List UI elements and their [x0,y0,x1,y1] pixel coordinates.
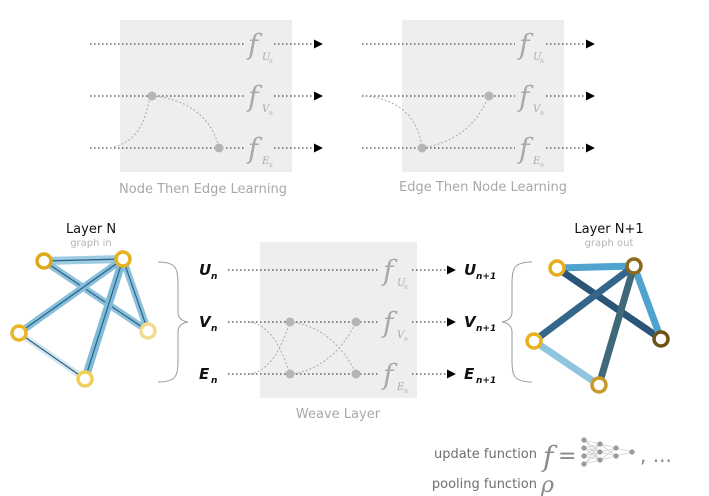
input-v: V [199,313,212,331]
graph-out-subtitle: graph out [585,238,634,249]
svg-text:n: n [540,58,544,65]
svg-text:n: n [269,58,273,65]
panel-caption: Node Then Edge Learning [119,182,287,197]
input-e: E [199,365,210,383]
svg-text:n+1: n+1 [476,324,496,334]
update-function-sub: U [533,52,542,63]
graph-in-subtitle: graph in [70,238,112,249]
graph-edge [553,264,665,343]
svg-text:n: n [540,110,544,117]
graph-edge [553,262,638,272]
svg-text:n: n [404,336,408,343]
svg-text:n: n [269,162,273,169]
merge-node [147,91,157,101]
weave-curve [249,321,291,375]
graph-node [548,259,566,277]
edge-to-node-curve [421,95,490,149]
graph-edge [530,337,603,389]
node-to-edge-curve [364,95,423,149]
update-function-sub: V [397,330,406,341]
graph-node [525,332,543,350]
node-then-edge-panel: f U n f V n f E n Node Then Edge Learnin… [90,20,323,197]
graph-node [35,252,53,270]
input-u: U [199,261,211,279]
graph-node [76,370,94,388]
svg-text:n: n [211,376,217,386]
graph-node [590,376,608,394]
output-v: V [464,313,477,331]
weave-layer-panel: f U n f V n f E n Weave Layer U n V n E … [199,242,496,422]
graph-out-title: Layer N+1 [574,222,643,237]
graph-node [139,322,157,340]
equals-sign: = [558,444,576,469]
graph-node [625,257,643,275]
panel-caption: Weave Layer [296,407,381,422]
update-function-sub: U [262,52,271,63]
merge-node [285,317,295,327]
update-function-sub: V [533,104,542,115]
weave-curve [289,321,357,375]
merge-node [484,91,494,101]
svg-text:n: n [211,324,217,334]
update-function-sub: U [397,278,406,289]
update-function-sub: E [532,156,541,167]
merge-node [417,143,427,153]
neural-network-icon [581,437,635,467]
svg-text:n: n [540,162,544,169]
graph-node [652,330,670,348]
merge-node [351,369,361,379]
pooling-function-symbol: ρ [540,473,554,496]
graph-edge [630,262,665,343]
update-function-legend-label: update function [434,447,537,462]
update-function-symbol: f [541,440,558,473]
update-function-sub: E [396,382,405,393]
svg-text:n: n [404,284,408,291]
merge-node [214,143,224,153]
graph-edge [530,262,638,345]
update-function-sub: E [261,156,270,167]
right-brace [501,261,533,383]
svg-text:n+1: n+1 [476,376,496,386]
graph-edge [595,262,638,389]
svg-text:n: n [269,110,273,117]
svg-text:n: n [211,272,217,282]
merge-node [285,369,295,379]
svg-text:n+1: n+1 [476,272,496,282]
graph-out: Layer N+1 graph out [525,222,670,394]
graph-in: Layer N graph in [10,222,157,388]
output-u: U [464,261,476,279]
merge-node [351,317,361,327]
node-to-edge-curve [151,95,220,149]
update-function-sub: V [262,104,271,115]
pooling-function-legend-label: pooling function [432,477,537,492]
svg-text:n: n [404,388,408,395]
left-brace [157,261,189,383]
graph-node [10,324,28,342]
panel-caption: Edge Then Node Learning [399,180,567,195]
graph-node [114,250,132,268]
weave-curve [249,321,291,375]
legend: update function f = , ... pooling fu [432,437,672,496]
graph-in-title: Layer N [66,222,116,237]
edge-then-node-panel: f U n f V n f E n Edge Then Node Learnin… [362,20,595,195]
output-e: E [464,365,475,383]
ellipsis: , ... [640,443,672,467]
